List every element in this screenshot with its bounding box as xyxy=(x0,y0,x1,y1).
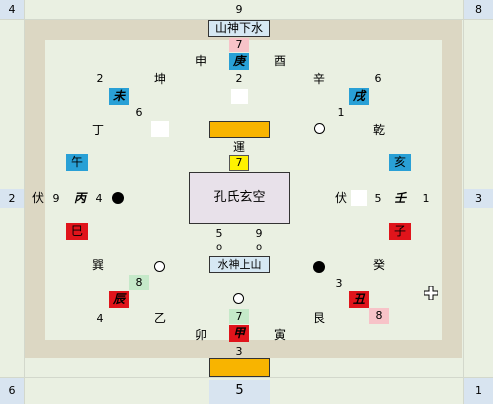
corner-top-left: 4 xyxy=(0,0,24,19)
grid-line xyxy=(24,0,25,404)
right-white-box xyxy=(351,190,367,206)
frame-left xyxy=(25,20,45,358)
label-xin: 辛 xyxy=(312,72,325,86)
edge-right-number: 3 xyxy=(464,189,493,208)
left-fu: 伏 xyxy=(31,191,44,205)
label-qian: 乾 xyxy=(372,123,385,137)
ll-four: 4 xyxy=(96,312,104,325)
label-xu: 戌 xyxy=(349,88,369,105)
edge-left-number: 2 xyxy=(0,189,24,208)
right-one: 1 xyxy=(422,192,430,205)
ul-two: 2 xyxy=(96,72,104,85)
label-zi: 子 xyxy=(389,223,411,240)
top-number: 9 xyxy=(235,3,243,16)
ll-green-number: 8 xyxy=(129,275,149,290)
bottom-empty-circle-icon xyxy=(233,293,244,304)
bottom-green-number: 7 xyxy=(229,309,249,324)
label-hai: 亥 xyxy=(389,154,411,171)
center-o1: o xyxy=(215,242,223,253)
label-si: 巳 xyxy=(66,223,88,240)
center-o2: o xyxy=(255,242,263,253)
ul-six: 6 xyxy=(135,106,143,119)
label-gen: 艮 xyxy=(312,311,325,325)
top-mountain-label: 山神下水 xyxy=(208,20,270,37)
frame-bottom xyxy=(25,340,462,358)
ll-empty-circle-icon xyxy=(154,261,165,272)
yun-label: 運 xyxy=(232,140,245,154)
right-five: 5 xyxy=(374,192,382,205)
label-wu: 午 xyxy=(66,154,88,171)
label-yin: 寅 xyxy=(273,328,286,342)
center-nine: 9 xyxy=(255,227,263,240)
corner-bottom-left: 6 xyxy=(0,378,24,404)
ur-six: 6 xyxy=(374,72,382,85)
ul-white-box xyxy=(151,121,169,137)
top-two: 2 xyxy=(235,72,243,85)
right-fu: 伏 xyxy=(334,191,347,205)
label-yi: 乙 xyxy=(153,311,166,325)
top-pink-number: 7 xyxy=(229,38,249,52)
left-four: 4 xyxy=(95,192,103,205)
grid-line xyxy=(0,377,493,378)
label-kun: 坤 xyxy=(153,72,166,86)
lr-three: 3 xyxy=(335,277,343,290)
top-white-box xyxy=(231,89,248,104)
center-title: 孔氏玄空 xyxy=(189,172,290,224)
center-top-bar xyxy=(209,121,270,138)
label-you: 酉 xyxy=(273,54,286,68)
yun-number: 7 xyxy=(229,155,249,171)
center-bottom-bar xyxy=(209,358,270,377)
lr-pink-number: 8 xyxy=(369,308,389,324)
bottom-three: 3 xyxy=(235,345,243,358)
label-jia: 甲 xyxy=(229,325,249,342)
left-nine: 9 xyxy=(52,192,60,205)
left-filled-circle-icon xyxy=(112,192,124,204)
label-chen: 辰 xyxy=(109,291,129,308)
water-label: 水神上山 xyxy=(209,256,270,273)
label-geng: 庚 xyxy=(229,53,249,70)
label-mao: 卯 xyxy=(194,328,207,342)
grid-line xyxy=(463,0,464,404)
move-cursor-icon xyxy=(423,285,439,301)
corner-bottom-right: 1 xyxy=(464,378,493,404)
ur-empty-circle-icon xyxy=(314,123,325,134)
grid-line xyxy=(0,19,493,20)
center-five: 5 xyxy=(215,227,223,240)
label-ding: 丁 xyxy=(91,123,104,137)
label-ren: 壬 xyxy=(393,191,406,205)
lr-filled-circle-icon xyxy=(313,261,325,273)
label-bing: 丙 xyxy=(73,191,86,205)
ur-one: 1 xyxy=(337,106,345,119)
bottom-number: 5 xyxy=(209,380,270,404)
frame-right xyxy=(442,20,462,358)
corner-top-right: 8 xyxy=(464,0,493,19)
label-wei: 未 xyxy=(109,88,129,105)
label-xun: 巽 xyxy=(91,258,104,272)
label-shen: 申 xyxy=(194,54,207,68)
label-chou: 丑 xyxy=(349,291,369,308)
label-gui: 癸 xyxy=(372,258,385,272)
